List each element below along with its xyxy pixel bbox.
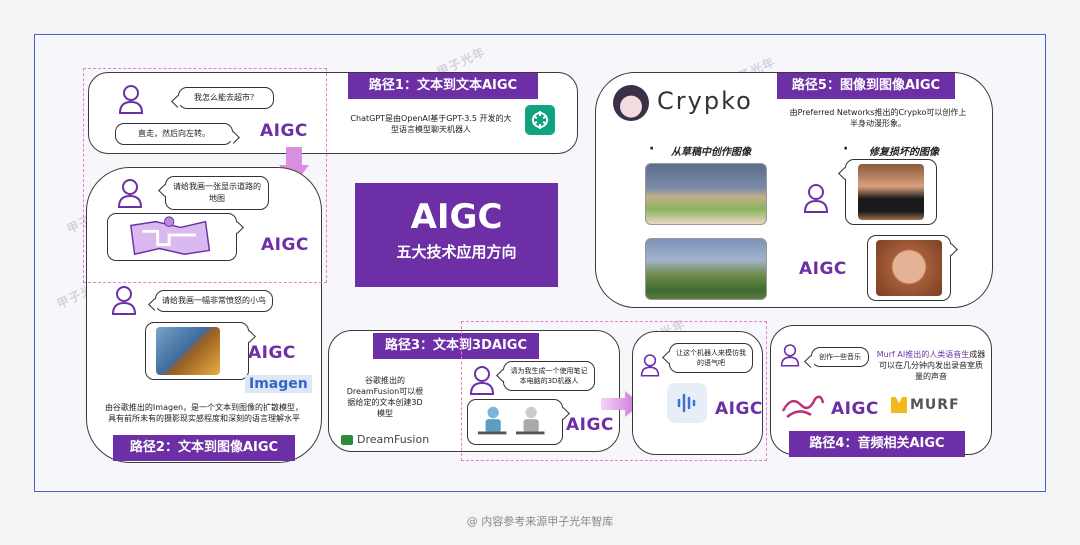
center-title-card: AIGC 五大技术应用方向: [355, 183, 558, 287]
footer-source: @ 内容参考来源甲子光年智库: [466, 515, 614, 528]
openai-logo-icon: [525, 105, 555, 135]
user-icon: [469, 366, 495, 395]
diagram-frame: 甲子光年 甲子光年 甲子光年 甲子光年 甲子光年 甲子光年 甲子光年 路径1：文…: [34, 34, 1046, 492]
path4-description-highlight: Murf AI推出的人类语音生: [876, 350, 970, 359]
path2-map-image-bubble: [107, 213, 237, 261]
path5-aigc-label: AIGC: [799, 259, 847, 279]
arrow-down-icon: [279, 147, 309, 185]
path2-map-prompt-bubble: 请给我画一张显示道路的地图: [165, 176, 269, 210]
restored-face-image: [876, 240, 942, 296]
path1-tag: 路径1：文本到文本AIGC: [348, 73, 538, 99]
murf-brand: MURF: [910, 397, 960, 413]
path1-question-bubble: 我怎么能去超市？: [178, 87, 274, 109]
masked-face-image: [858, 164, 924, 220]
path1-aigc-label: AIGC: [260, 121, 308, 141]
path3-description: 谷歌推出的DreamFusion可以根据给定的文本创建3D模型: [346, 376, 424, 418]
path2-tag: 路径2：文本到图像AIGC: [113, 435, 295, 461]
bullet-mark: ·: [843, 141, 849, 157]
user-icon: [117, 179, 143, 208]
damaged-face-bubble: [845, 159, 937, 225]
dreamfusion-logo: DreamFusion: [341, 433, 429, 446]
restored-face-bubble: [867, 235, 951, 301]
path3-tag: 路径3：文本到3DAIGC: [373, 333, 539, 359]
path5-description: 由Preferred Networks推出的Crypko可以创作上半身动漫形象。: [789, 108, 967, 128]
path4-aigc-label-2: AIGC: [831, 399, 879, 419]
user-icon: [803, 184, 829, 213]
path2-description: 由谷歌推出的Imagen，是一个文本到图像的扩散模型，具有前所未有的摄影现实感程…: [104, 403, 304, 423]
user-icon: [111, 286, 137, 315]
dreamfusion-brand: DreamFusion: [357, 433, 430, 446]
center-title: AIGC: [410, 197, 503, 237]
voice-wave-icon: [667, 383, 707, 423]
crypko-avatar: [613, 85, 649, 121]
path4-description: Murf AI推出的人类语音生成器可以在几分钟内发出录音室质量的声音: [876, 349, 986, 382]
path5-tag: 路径5：图像到图像AIGC: [777, 73, 955, 99]
path4-voice-prompt-bubble: 让这个机器人来模仿我的语气吧: [669, 343, 753, 373]
user-icon: [640, 354, 660, 377]
path4-tag: 路径4：音频相关AIGC: [789, 431, 965, 457]
robot-laptop-icon: [477, 406, 545, 435]
dreamfusion-icon: [341, 434, 353, 445]
path2-bird-prompt-bubble: 请给我画一幅非常愤怒的小鸟: [155, 290, 273, 312]
murf-logo: MURF: [891, 397, 960, 413]
path1-answer-bubble: 直走，然后向左转。: [115, 123, 233, 145]
path2-bird-image-bubble: [145, 322, 249, 380]
robot-3d-bubble: [467, 399, 563, 445]
path3-aigc-label: AIGC: [566, 415, 614, 435]
bullet-mark: ·: [649, 141, 655, 157]
user-icon: [118, 85, 144, 114]
path3-prompt-bubble: 请为我生成一个使用笔记本电脑的3D机器人: [503, 361, 595, 391]
user-icon: [780, 344, 800, 367]
crypko-brand: Crypko: [657, 87, 753, 115]
center-subtitle: 五大技术应用方向: [396, 243, 517, 261]
imagen-logo: Imagen: [245, 375, 312, 393]
map-icon: [129, 216, 211, 256]
music-dragon-icon: [781, 395, 825, 418]
arrow-right-icon: [601, 391, 641, 417]
path4-music-prompt-bubble: 创作一些音乐: [811, 347, 869, 367]
path5-bullet1: 从草稿中创作图像: [671, 147, 751, 158]
path1-description: ChatGPT是由OpenAI基于GPT-3.5 开发的大型语言模型聊天机器人: [350, 114, 512, 134]
path2-aigc-label-2: AIGC: [248, 343, 296, 363]
sketch-landscape-image: [645, 163, 767, 225]
angry-bird-image: [156, 327, 220, 375]
painted-landscape-image: [645, 238, 767, 300]
path4-description-rest: 成器可以在几分钟内发出录音室质量的声音: [879, 350, 986, 381]
murf-icon: [891, 397, 907, 413]
path4-aigc-label-1: AIGC: [715, 399, 763, 419]
path5-bullet2: 修复损坏的图像: [869, 147, 939, 158]
path2-aigc-label-1: AIGC: [261, 235, 309, 255]
